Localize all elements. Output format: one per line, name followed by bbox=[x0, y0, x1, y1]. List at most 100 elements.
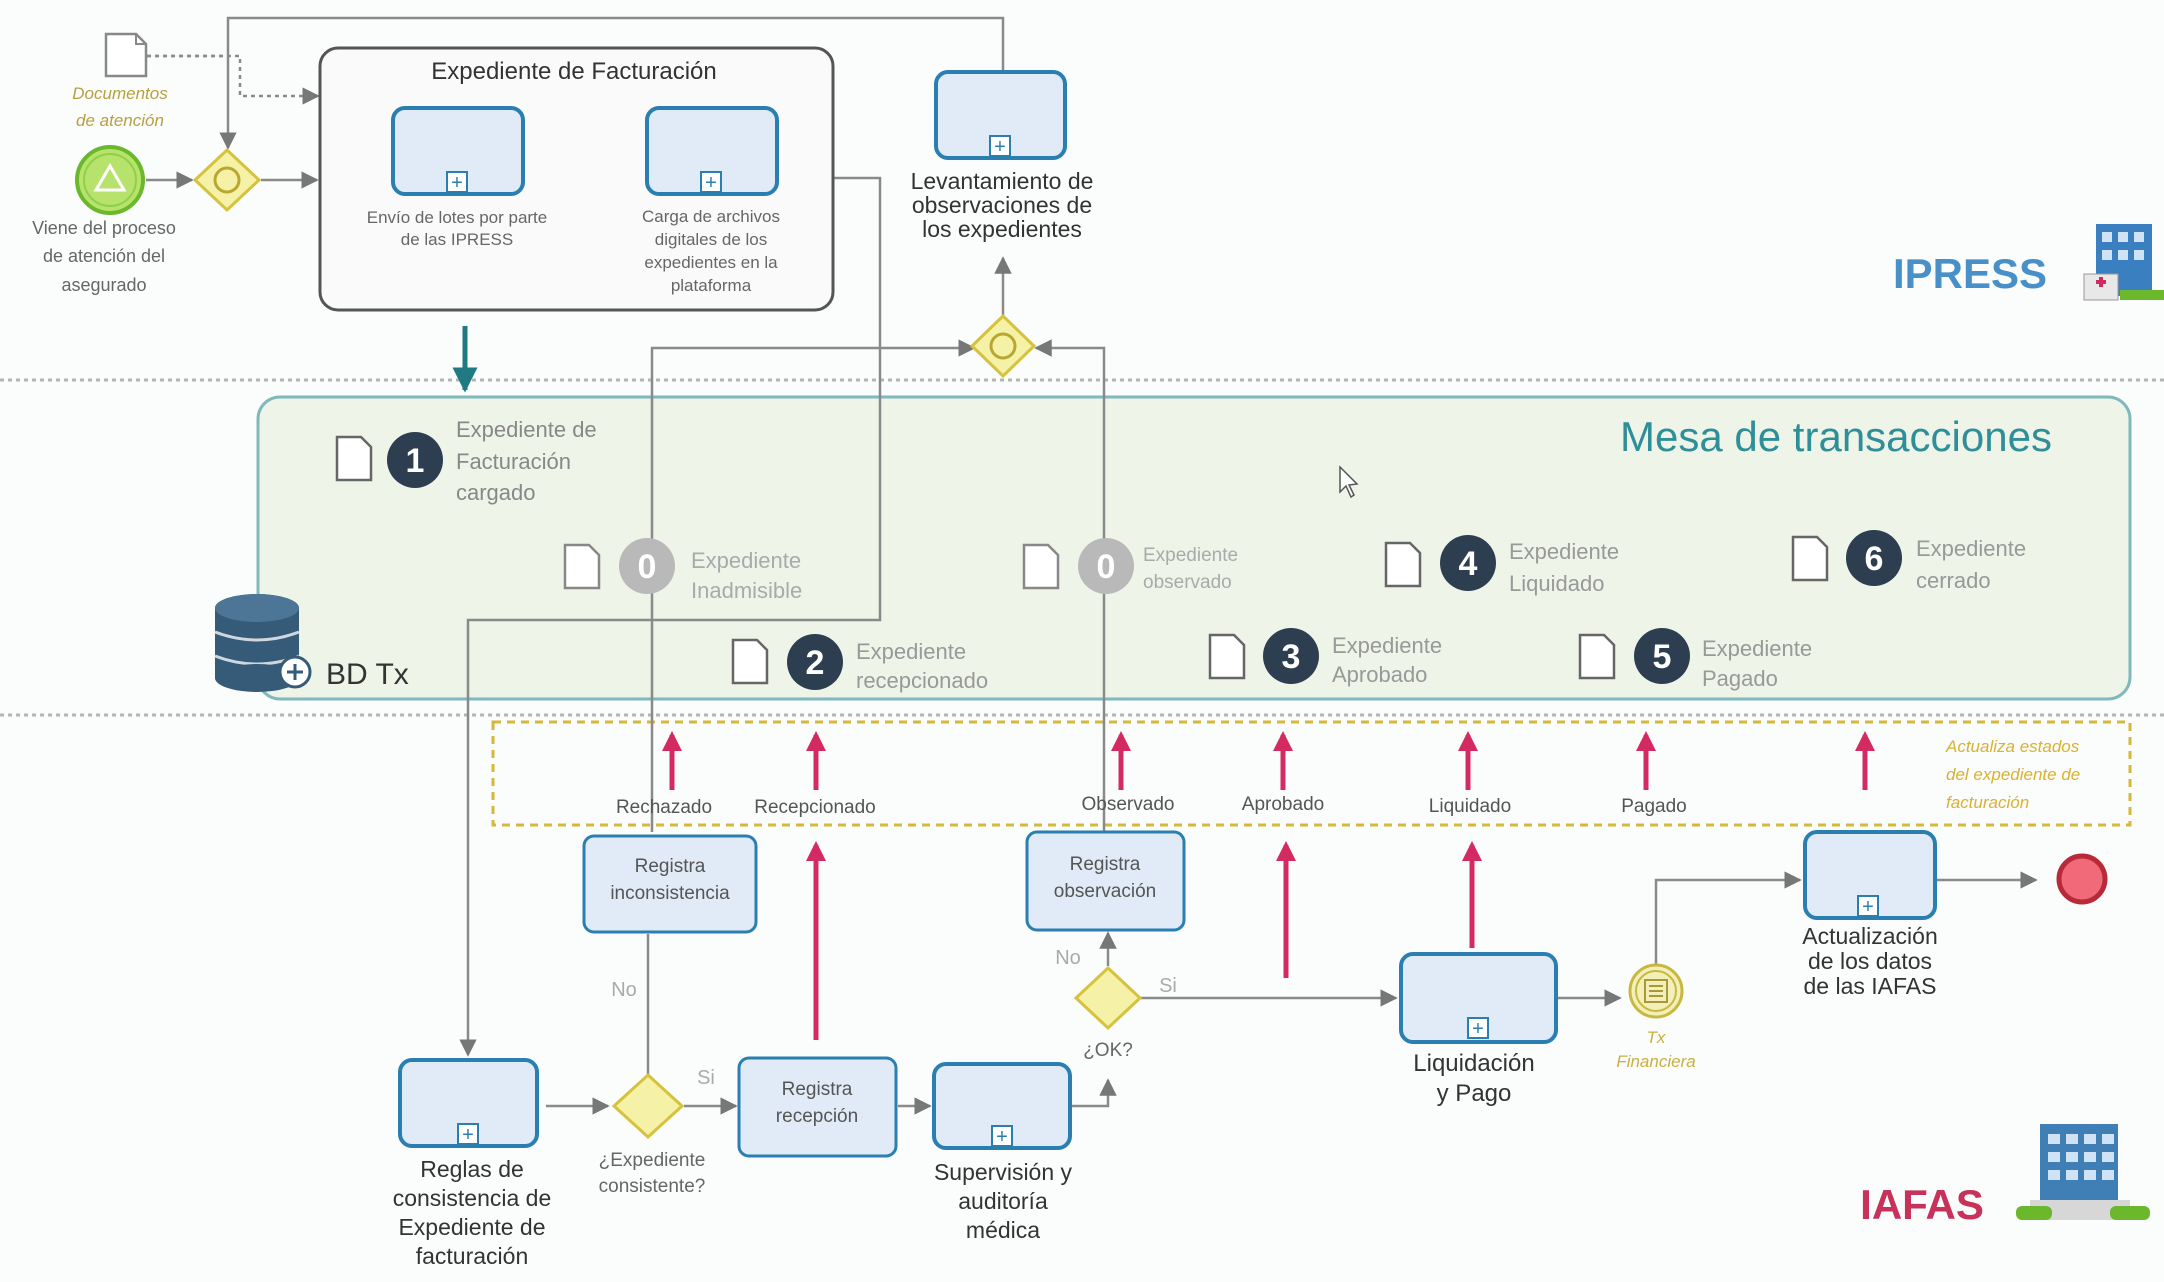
liquidacion-label-1: Liquidación bbox=[1413, 1050, 1534, 1077]
state-1-label-3: cargado bbox=[456, 480, 536, 505]
iafas-building-icon bbox=[2016, 1124, 2150, 1220]
consistente-label-1: ¿Expediente bbox=[599, 1150, 706, 1171]
tx-financiera-event[interactable] bbox=[1628, 963, 1684, 1019]
svg-text:4: 4 bbox=[1459, 545, 1478, 583]
state-5-badge: 5 bbox=[1634, 628, 1690, 684]
state-0b-doc-icon bbox=[1022, 543, 1060, 590]
start-label-3: asegurado bbox=[61, 275, 146, 295]
reglas-consistencia-task[interactable]: + bbox=[398, 1058, 539, 1148]
carga-label-3: expedientes en la bbox=[644, 253, 778, 272]
iafas-lane-label: IAFAS bbox=[1860, 1181, 1984, 1228]
state-1-badge: 1 bbox=[387, 432, 443, 488]
consistente-label-2: consistente? bbox=[599, 1176, 706, 1197]
state-6-doc-icon bbox=[1791, 535, 1829, 582]
update-pagado: Pagado bbox=[1621, 796, 1687, 817]
reglas-label-3: Expediente de bbox=[398, 1214, 545, 1240]
supervision-label-1: Supervisión y bbox=[934, 1159, 1073, 1185]
envio-label-2: de las IPRESS bbox=[401, 230, 513, 249]
registra-recepcion-label-1: Registra bbox=[782, 1079, 853, 1100]
db-label: BD Tx bbox=[326, 658, 409, 691]
document-icon bbox=[104, 32, 148, 78]
supervision-label-2: auditoría bbox=[958, 1188, 1048, 1214]
state-2-label-2: recepcionado bbox=[856, 668, 988, 693]
svg-text:0: 0 bbox=[638, 548, 657, 586]
hospital-building-icon bbox=[2083, 224, 2164, 301]
levantamiento-task[interactable]: + bbox=[934, 70, 1067, 160]
end-event[interactable] bbox=[2056, 853, 2108, 905]
reglas-label-4: facturación bbox=[416, 1243, 529, 1269]
svg-text:+: + bbox=[705, 172, 717, 194]
registra-inconsistencia-label-2: inconsistencia bbox=[610, 883, 730, 904]
carga-label-4: plataforma bbox=[671, 276, 752, 295]
svg-text:+: + bbox=[451, 172, 463, 194]
state-0a-label-2: Inadmisible bbox=[691, 578, 802, 603]
envio-lotes-task[interactable]: + bbox=[391, 106, 525, 196]
actualizacion-datos-task[interactable]: + bbox=[1803, 830, 1937, 920]
si-label-2: Si bbox=[1159, 975, 1177, 997]
group-title: Expediente de Facturación bbox=[431, 58, 717, 85]
reglas-label-2: consistencia de bbox=[393, 1185, 552, 1211]
svg-text:2: 2 bbox=[806, 644, 825, 682]
registra-observacion-task[interactable] bbox=[1025, 830, 1186, 932]
consistente-gateway[interactable] bbox=[611, 1072, 685, 1140]
state-1-label-2: Facturación bbox=[456, 449, 571, 474]
svg-text:1: 1 bbox=[406, 442, 425, 480]
state-2-doc-icon bbox=[731, 638, 769, 685]
registra-observacion-label-1: Registra bbox=[1070, 854, 1141, 875]
state-6-badge: 6 bbox=[1846, 530, 1902, 586]
observaciones-gateway[interactable] bbox=[969, 313, 1037, 379]
ok-gateway[interactable] bbox=[1073, 965, 1143, 1031]
mouse-cursor-icon bbox=[1339, 465, 1359, 499]
liquidacion-pago-task[interactable]: + bbox=[1399, 952, 1558, 1044]
update-recepcionado: Recepcionado bbox=[754, 797, 875, 818]
mesa-panel bbox=[256, 395, 2132, 701]
documentos-label: Documentos bbox=[72, 84, 168, 103]
state-3-label-1: Expediente bbox=[1332, 633, 1442, 658]
state-0a-badge: 0 bbox=[619, 538, 675, 594]
state-1-label-1: Expediente de bbox=[456, 417, 597, 442]
registra-inconsistencia-label-1: Registra bbox=[635, 856, 706, 877]
svg-text:0: 0 bbox=[1097, 548, 1116, 586]
state-0a-doc-icon bbox=[563, 543, 601, 590]
registra-recepcion-task[interactable] bbox=[737, 1056, 898, 1158]
state-6-label-1: Expediente bbox=[1916, 536, 2026, 561]
registra-recepcion-label-2: recepción bbox=[776, 1106, 858, 1127]
carga-archivos-task[interactable]: + bbox=[645, 106, 779, 196]
no-label-1: No bbox=[611, 979, 637, 1001]
svg-text:3: 3 bbox=[1282, 638, 1301, 676]
supervision-label-3: médica bbox=[966, 1217, 1040, 1243]
update-note-3: facturación bbox=[1946, 793, 2029, 812]
envio-label-1: Envío de lotes por parte bbox=[367, 208, 548, 227]
update-rechazado: Rechazado bbox=[616, 797, 712, 818]
registra-observacion-label-2: observación bbox=[1054, 881, 1156, 902]
documentos-label-2: de atención bbox=[76, 111, 164, 130]
state-4-doc-icon bbox=[1384, 541, 1422, 588]
state-4-badge: 4 bbox=[1440, 535, 1496, 591]
mesa-lane-label: Mesa de transacciones bbox=[1620, 413, 2052, 460]
update-area bbox=[491, 720, 2132, 827]
supervision-auditoria-task[interactable]: + bbox=[932, 1062, 1072, 1150]
state-0a-label-1: Expediente bbox=[691, 548, 801, 573]
state-4-label-2: Liquidado bbox=[1509, 571, 1604, 596]
levantamiento-label-3: los expedientes bbox=[922, 216, 1082, 242]
actualizacion-label-2: de los datos bbox=[1808, 948, 1932, 974]
registra-inconsistencia-task[interactable] bbox=[582, 834, 758, 934]
tx-label-2: Financiera bbox=[1616, 1052, 1695, 1071]
svg-text:6: 6 bbox=[1865, 540, 1884, 578]
state-2-label-1: Expediente bbox=[856, 639, 966, 664]
merge-gateway[interactable] bbox=[192, 147, 262, 213]
state-1-doc-icon bbox=[335, 435, 373, 482]
state-2-badge: 2 bbox=[787, 634, 843, 690]
state-5-doc-icon bbox=[1578, 633, 1616, 680]
state-4-label-1: Expediente bbox=[1509, 539, 1619, 564]
update-observado: Observado bbox=[1082, 794, 1175, 815]
state-3-badge: 3 bbox=[1263, 628, 1319, 684]
svg-text:+: + bbox=[1862, 896, 1874, 918]
update-aprobado: Aprobado bbox=[1242, 794, 1324, 815]
state-3-doc-icon bbox=[1208, 633, 1246, 680]
actualizacion-label-1: Actualización bbox=[1802, 923, 1938, 949]
reglas-label-1: Reglas de bbox=[420, 1156, 524, 1182]
liquidacion-label-2: y Pago bbox=[1437, 1080, 1512, 1107]
start-event[interactable] bbox=[75, 145, 145, 215]
